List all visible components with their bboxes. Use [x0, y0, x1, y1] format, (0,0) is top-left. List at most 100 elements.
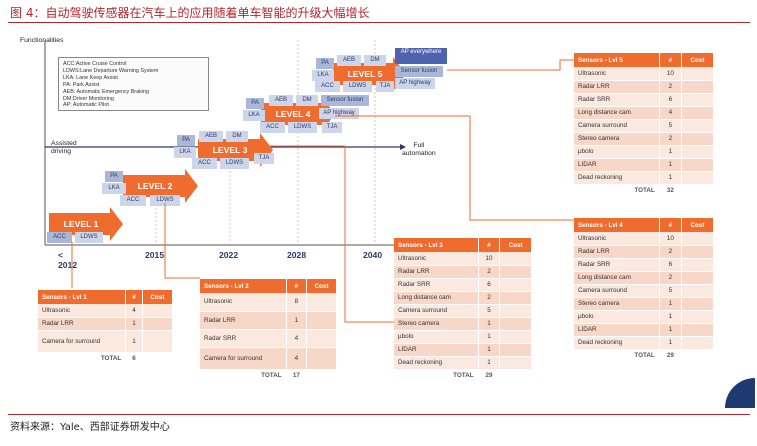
corner-decoration [725, 378, 755, 408]
feature-tag: ACC [47, 232, 72, 243]
feature-tag: AP highway [395, 78, 435, 89]
table-header: Cost [681, 53, 714, 67]
table-cell [306, 311, 337, 330]
table-cell: 2 [659, 245, 683, 259]
table-header: Sensors - Lvl 5 [574, 53, 660, 67]
table-cell: Camera surround [394, 304, 479, 318]
feature-tag: TJA [322, 122, 342, 133]
table-cell [681, 184, 714, 197]
table-header: Sensors - Lvl 3 [394, 238, 479, 252]
table-cell: LIDAR [394, 343, 479, 357]
table-header: Sensors - Lvl 2 [200, 279, 287, 293]
feature-tag: ACC [260, 122, 285, 133]
full-line-1: Full [413, 142, 425, 149]
table-cell: 4 [286, 347, 308, 370]
table-cell: 1 [478, 330, 501, 344]
feature-tag: ACC [315, 81, 340, 92]
table-cell [142, 330, 174, 353]
table-cell: Radar LRR [574, 245, 660, 259]
table-header: # [125, 290, 143, 304]
feature-tag: LKA [174, 147, 196, 158]
table-cell: 1 [659, 171, 683, 185]
table-cell: Long distance cam [574, 271, 660, 285]
table-cell [681, 106, 714, 120]
table-header: Cost [306, 279, 337, 293]
table-header: Cost [142, 290, 174, 304]
table-cell [681, 323, 714, 337]
feature-tag: AP everywhere [395, 48, 447, 64]
table-total-value: 32 [659, 184, 683, 197]
automation-arrow [400, 144, 406, 150]
table-cell [499, 252, 532, 266]
table-cell [499, 304, 532, 318]
table-cell: 1 [659, 158, 683, 172]
table-cell: 1 [478, 317, 501, 331]
feature-tag: TJA [254, 153, 274, 164]
level-1-label: LEVEL 1 [63, 219, 99, 229]
table-cell [681, 258, 714, 272]
table-cell: 4 [659, 106, 683, 120]
legend-item: DM:Driver Monitoring [63, 95, 114, 102]
table-header: # [478, 238, 501, 252]
table-cell: 10 [659, 67, 683, 81]
legend-item: PA: Park Assist [63, 81, 100, 88]
table-cell: Radar SRR [574, 258, 660, 272]
title-rule [8, 22, 750, 23]
legend-item: LDWS:Lane Departure Warning System [63, 67, 159, 74]
feature-tag: LDWS [75, 232, 103, 243]
table-total-label: TOTAL [394, 369, 479, 382]
table-cell: Camera surround [574, 284, 660, 298]
feature-tag: LDWS [288, 122, 317, 133]
table-cell: Ultrasonic [574, 232, 660, 246]
connector-level-2 [164, 203, 200, 279]
feature-tag: TJA [376, 81, 394, 92]
year-label: 2022 [219, 250, 239, 260]
full-automation-label: Full automation [402, 142, 436, 158]
feature-tag: AP highway [319, 108, 359, 119]
table-total-value: 6 [125, 352, 143, 365]
abbreviation-legend: ACC:Active Cruise Control LDWS:Lane Depa… [58, 57, 209, 111]
table-cell: 1 [659, 310, 683, 324]
table-cell: Ultrasonic [394, 252, 479, 266]
table-cell: Ultrasonic [38, 304, 127, 318]
table-cell: Camera for surround [38, 330, 127, 353]
table-total-label: TOTAL [574, 349, 660, 362]
feature-tag: LKA [312, 70, 334, 81]
year-label: 2040 [363, 250, 383, 260]
figure-title: 图 4：自动驾驶传感器在汽车上的应用随着单车智能的升级大幅增长 [10, 6, 370, 20]
table-cell [681, 349, 714, 362]
table-cell: 4 [125, 304, 143, 318]
table-cell: Radar LRR [394, 265, 479, 279]
table-cell: Stereo camera [394, 317, 479, 331]
table-cell [681, 171, 714, 185]
year-label: 2015 [145, 250, 165, 260]
table-cell: Radar LRR [38, 317, 127, 331]
feature-tag: PA [177, 135, 195, 146]
year-label: < 2012 [58, 250, 78, 270]
table-cell: Radar LRR [200, 311, 287, 330]
feature-tag: PA [316, 58, 334, 69]
table-cell: Camera for surround [200, 347, 287, 370]
assisted-line-1: Assisted [51, 140, 77, 147]
table-cell: Dead reckoning [394, 356, 479, 370]
table-header: # [659, 218, 683, 232]
table-cell: 2 [659, 271, 683, 285]
table-cell [681, 158, 714, 172]
table-cell: Radar SRR [574, 93, 660, 107]
table-cell: Radar SRR [200, 329, 287, 348]
table-header: Cost [499, 238, 532, 252]
table-cell: 6 [478, 278, 501, 292]
table-cell: 1 [478, 356, 501, 370]
year-label: 2028 [287, 250, 307, 260]
table-header: Sensors - Lvl 1 [38, 290, 127, 304]
table-cell: LIDAR [574, 323, 660, 337]
table-cell: 10 [478, 252, 501, 266]
table-cell [681, 132, 714, 146]
table-total-label: TOTAL [38, 352, 127, 365]
legend-item: LKA: Lane Keep Assist [63, 74, 118, 81]
table-cell [499, 278, 532, 292]
feature-tag: Sensor fusion [395, 66, 443, 77]
